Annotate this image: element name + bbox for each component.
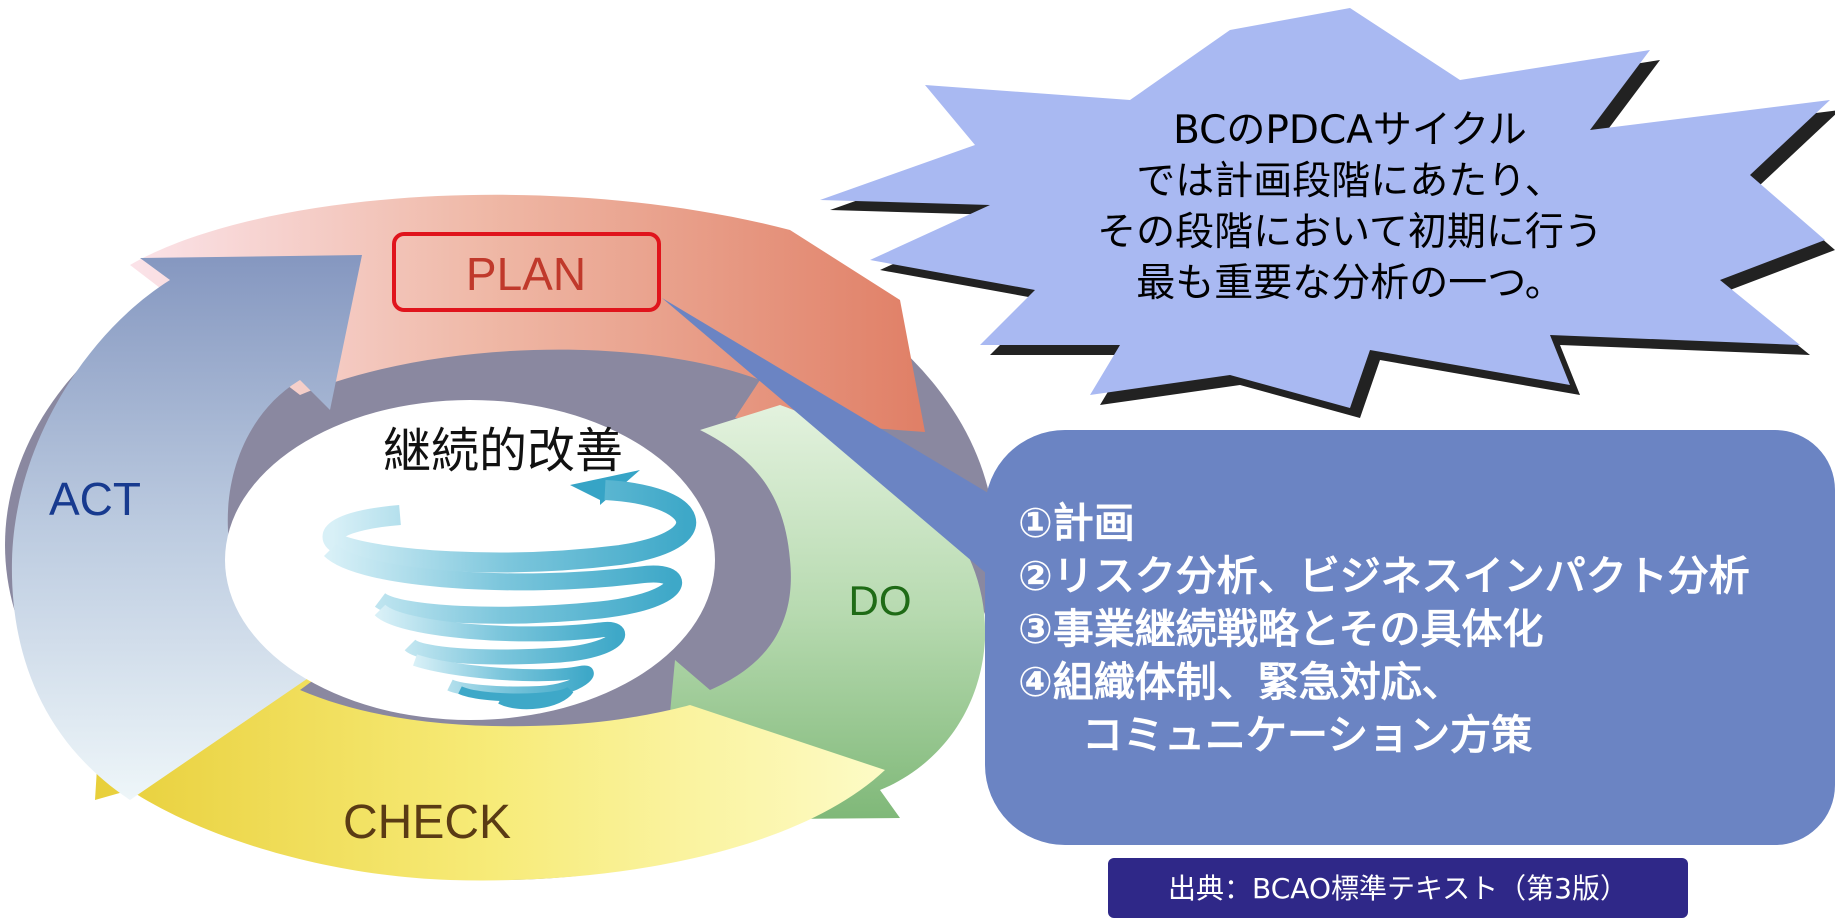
steps-box [985, 430, 1835, 845]
callout-line: BCのPDCAサイクル [1173, 108, 1527, 153]
do-label: DO [849, 577, 912, 624]
step-item: コミュニケーション方策 [1082, 711, 1533, 759]
step-item: ①計画 [1018, 499, 1135, 547]
check-arrow [95, 640, 885, 881]
plan-label-box [392, 232, 661, 312]
callout-line: 最も重要な分析の一つ。 [1136, 261, 1564, 306]
burst-callout [820, 8, 1830, 408]
spiral-icon [322, 470, 697, 710]
callout-pointer [662, 298, 1025, 585]
burst-callout-text: BCのPDCAサイクル では計画段階にあたり、 その段階において初期に行う 最も… [1030, 105, 1670, 309]
steps-list: ①計画 ②リスク分析、ビジネスインパクト分析 ③事業継続戦略とその具体化 ④組織… [1018, 497, 1818, 762]
act-label: ACT [49, 473, 141, 525]
callout-line: では計画段階にあたり、 [1136, 159, 1564, 204]
step-item: ②リスク分析、ビジネスインパクト分析 [1018, 552, 1750, 600]
callout-line: その段階において初期に行う [1097, 210, 1603, 255]
center-label: 継続的改善 [383, 423, 623, 479]
check-label: CHECK [343, 796, 511, 849]
step-item: ③事業継続戦略とその具体化 [1018, 605, 1544, 653]
plan-label: PLAN [466, 248, 586, 300]
act-arrow [11, 255, 362, 800]
step-item: ④組織体制、緊急対応、 [1018, 658, 1463, 706]
source-badge: 出典：BCAO標準テキスト（第3版） [1108, 858, 1688, 918]
do-arrow [660, 405, 986, 820]
